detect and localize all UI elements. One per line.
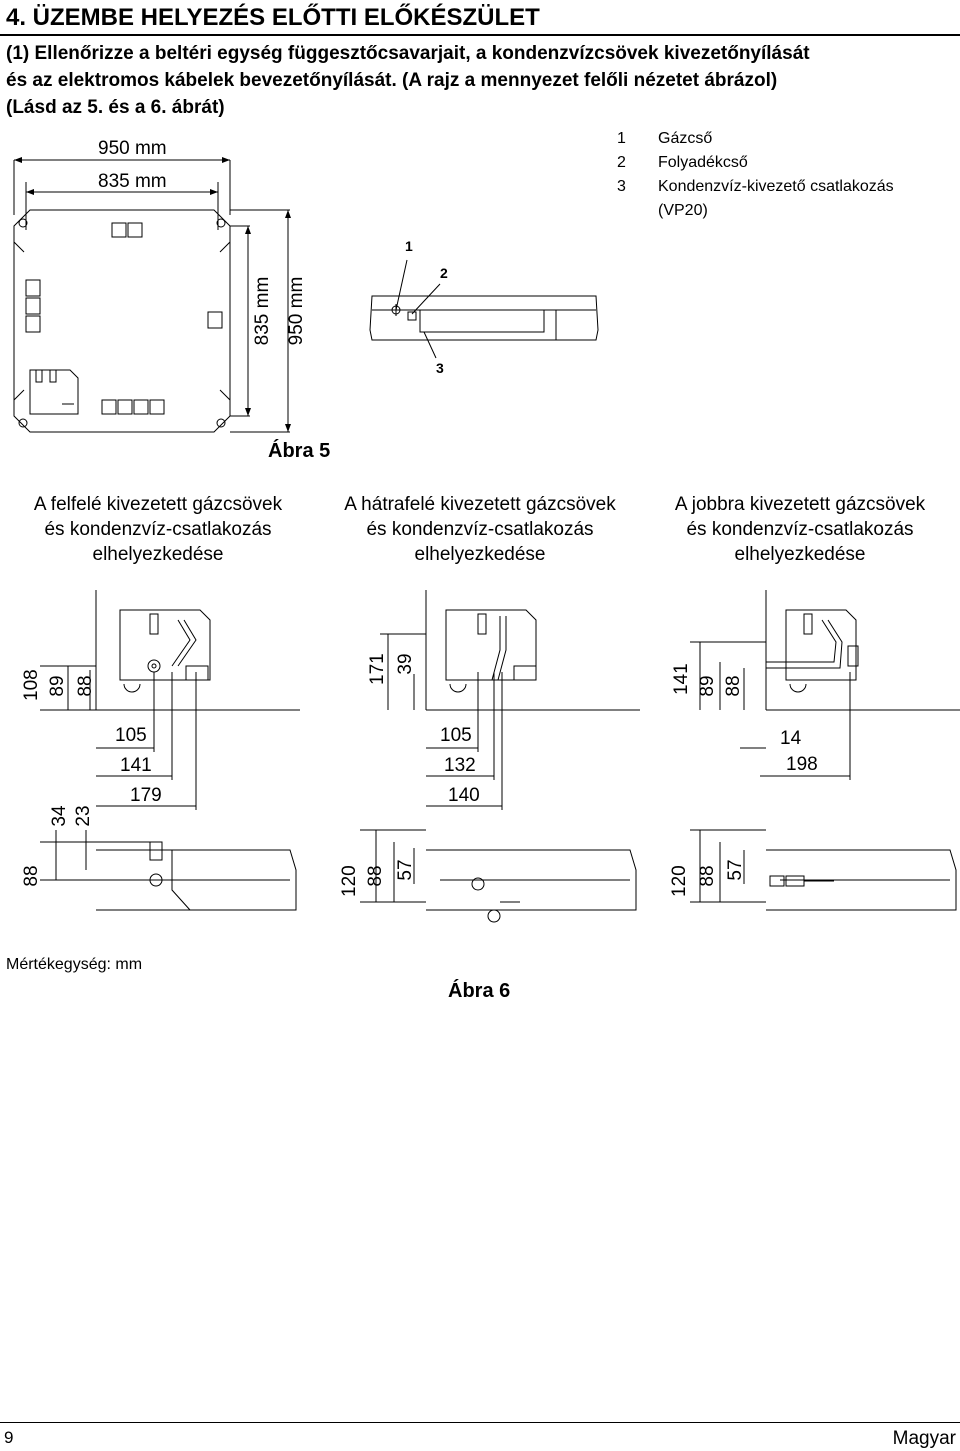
dim-mid-120: 120 <box>339 865 360 897</box>
dim-mid-140: 140 <box>448 785 480 806</box>
dim-left-88: 88 <box>75 675 96 697</box>
dim-right-120: 120 <box>669 865 690 897</box>
section-title: 4. ÜZEMBE HELYEZÉS ELŐTTI ELŐKÉSZÜLET <box>6 4 540 31</box>
dim-950-side: 950 mm <box>286 276 307 346</box>
dim-right-88: 88 <box>723 675 744 697</box>
dim-left-108: 108 <box>21 669 42 701</box>
dim-right-198: 198 <box>786 754 818 775</box>
intro-line-1: (1) Ellenőrizze a beltéri egység függesz… <box>6 43 810 64</box>
footer-rule <box>0 1422 960 1423</box>
dim-950-top: 950 mm <box>98 138 167 159</box>
dim-835-top: 835 mm <box>98 171 167 192</box>
callout-2: 2 <box>440 265 448 281</box>
figure-5-caption: Ábra 5 <box>268 440 331 462</box>
figure-5-drawing <box>13 157 599 433</box>
dim-left-141: 141 <box>120 755 152 776</box>
page-number: 9 <box>4 1428 14 1447</box>
dim-right-14: 14 <box>780 728 802 749</box>
legend-item-drain-note: (VP20) <box>658 202 708 219</box>
dim-mid-57: 57 <box>395 859 416 881</box>
figure-6-caption: Ábra 6 <box>448 980 511 1002</box>
footer-language: Magyar <box>892 1428 956 1449</box>
title-rule <box>0 34 960 36</box>
dim-mid-105: 105 <box>440 725 472 746</box>
intro-paragraph: (1) Ellenőrizze a beltéri egység függesz… <box>6 40 946 121</box>
dim-right-89: 89 <box>697 675 718 697</box>
dim-left-23: 23 <box>73 805 94 827</box>
unit-note: Mértékegység: mm <box>6 956 143 973</box>
dim-mid-88: 88 <box>365 865 386 887</box>
intro-line-3: (Lásd az 5. és a 6. ábrát) <box>6 97 225 118</box>
dim-right-88b: 88 <box>697 865 718 887</box>
callout-3: 3 <box>436 360 444 376</box>
dim-right-57: 57 <box>725 859 746 881</box>
callout-1: 1 <box>405 238 413 254</box>
dim-835-side: 835 mm <box>252 276 273 346</box>
dim-left-34: 34 <box>49 805 70 827</box>
figure-6-drawing <box>40 590 960 923</box>
dim-left-105: 105 <box>115 725 147 746</box>
dim-left-88b: 88 <box>21 865 42 887</box>
dim-left-89: 89 <box>47 675 68 697</box>
dim-mid-39: 39 <box>395 653 416 675</box>
dim-mid-132: 132 <box>444 755 476 776</box>
dim-left-179: 179 <box>130 785 162 806</box>
dim-right-141: 141 <box>671 663 692 695</box>
intro-line-2: és az elektromos kábelek bevezetőnyílásá… <box>6 70 778 91</box>
dim-mid-171: 171 <box>367 653 388 685</box>
